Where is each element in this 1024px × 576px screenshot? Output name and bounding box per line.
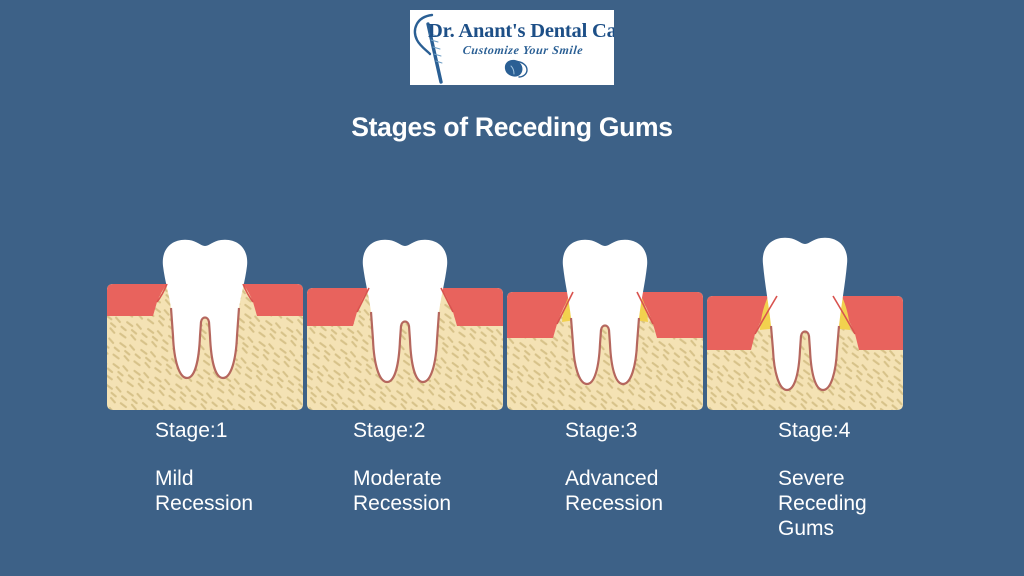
stage-desc-line: Severe	[778, 467, 845, 490]
stage-number-label: Stage:1	[155, 419, 228, 442]
logo-brand-name: Dr. Anant's Dental Care	[428, 20, 614, 42]
stage-description: Moderate Recession	[353, 466, 538, 516]
stage-desc-line: Recession	[353, 492, 452, 515]
stage-desc-line: Receding	[778, 492, 867, 515]
blue-tooth-leaf-icon	[504, 59, 528, 78]
stage-desc-line: Recession	[155, 492, 254, 515]
stage-panel-1: Stage:1 Mild Recession	[105, 232, 305, 515]
stage-description: Severe Receding Gums	[778, 466, 963, 541]
dental-mirror-icon	[413, 13, 443, 84]
page-title: Stages of Receding Gums	[351, 112, 673, 142]
stage-number-label: Stage:4	[778, 419, 851, 442]
stage-panel-2: Stage:2 Moderate Recession	[305, 232, 505, 515]
stage-number-label: Stage:2	[353, 419, 426, 442]
stage-desc-line: Recession	[565, 492, 664, 515]
clinic-logo: Dr. Anant's Dental Care Customize Your S…	[410, 10, 614, 85]
tooth-diagram-stage-1	[107, 239, 303, 410]
stage-description: Mild Recession	[155, 466, 340, 516]
stage-desc-line: Moderate	[353, 467, 442, 490]
stage-panel-4: Stage:4 Severe Receding Gums	[705, 232, 905, 540]
logo-tagline: Customize Your Smile	[462, 43, 585, 57]
stage-desc-line: Mild	[155, 467, 194, 490]
stage-caption-1: Stage:1 Mild Recession	[155, 418, 340, 516]
stage-caption-4: Stage:4 Severe Receding Gums	[778, 418, 963, 541]
tooth-diagram-stage-3	[507, 239, 703, 410]
stage-desc-line: Gums	[778, 517, 835, 540]
tooth-diagram-stage-4	[707, 237, 903, 410]
stage-desc-line: Advanced	[565, 467, 659, 490]
stage-description: Advanced Recession	[565, 466, 750, 516]
stage-caption-3: Stage:3 Advanced Recession	[565, 418, 750, 516]
tooth-diagram-stage-2	[307, 239, 503, 410]
stage-number-label: Stage:3	[565, 419, 638, 442]
stage-panel-3: Stage:3 Advanced Recession	[505, 232, 705, 515]
stage-caption-2: Stage:2 Moderate Recession	[353, 418, 538, 516]
